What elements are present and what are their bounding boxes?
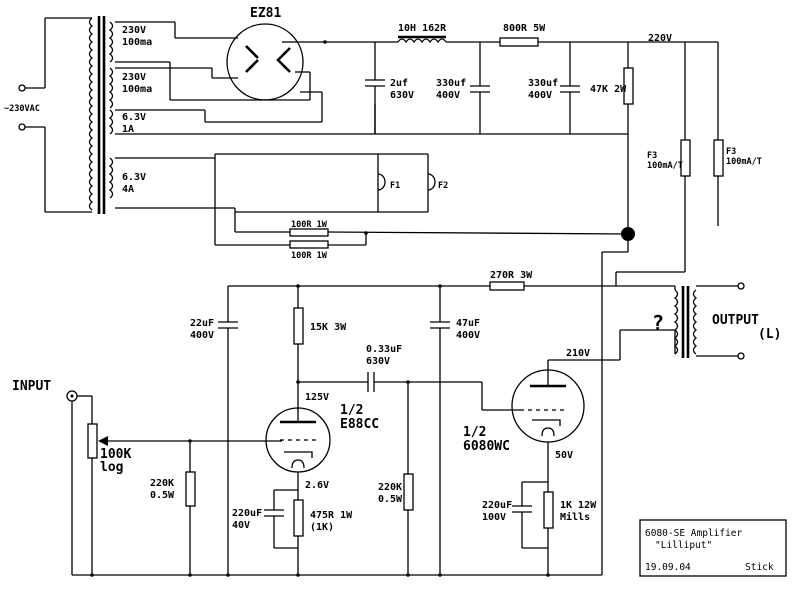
resistor-15k: 15K 3W 125V <box>293 286 347 410</box>
fuse-f3-b: F3 100mA/T <box>713 139 762 226</box>
svg-text:100V: 100V <box>482 512 506 523</box>
svg-text:400V: 400V <box>190 330 214 341</box>
svg-text:6080-SE Amplifier: 6080-SE Amplifier <box>645 528 743 539</box>
svg-text:1A: 1A <box>122 124 134 135</box>
fuse-f3-a: F3 100mA/T <box>647 139 691 272</box>
svg-text:50V: 50V <box>555 450 573 461</box>
svg-text:"Lilliput": "Lilliput" <box>655 540 712 551</box>
cap-coupling: 0.33uF 630V <box>298 344 520 411</box>
svg-text:100K: 100K <box>100 447 131 462</box>
svg-text:10H 162R: 10H 162R <box>398 23 447 34</box>
ht-rail: 10H 162R 800R 5W 220V <box>298 23 719 140</box>
ez81-rectifier: EZ81 <box>226 6 304 101</box>
input-jack: INPUT <box>12 379 93 575</box>
svg-text:Mills: Mills <box>560 511 590 523</box>
svg-text:F1: F1 <box>390 181 400 191</box>
svg-text:220uF: 220uF <box>482 500 512 511</box>
output-transformer: ? OUTPUT (L) <box>652 282 781 360</box>
svg-text:2.6V: 2.6V <box>305 480 329 491</box>
volume-pot: 100K log <box>87 423 282 575</box>
svg-text:100R 1W: 100R 1W <box>291 220 328 230</box>
svg-text:230V: 230V <box>122 25 146 36</box>
svg-text:?: ? <box>652 311 664 335</box>
svg-text:100ma: 100ma <box>122 84 152 95</box>
tube-e88cc: 1/2 E88CC 2.6V <box>265 403 379 491</box>
svg-text:330uf: 330uf <box>528 78 558 89</box>
svg-text:(1K): (1K) <box>310 522 334 533</box>
svg-text:1/2: 1/2 <box>463 425 486 440</box>
ground-bus <box>72 573 602 577</box>
svg-text:400V: 400V <box>456 330 480 341</box>
svg-text:(L): (L) <box>758 327 781 342</box>
svg-text:475R 1W: 475R 1W <box>310 510 353 521</box>
svg-text:125V: 125V <box>305 392 329 403</box>
svg-text:800R 5W: 800R 5W <box>503 23 546 34</box>
svg-text:47K 2W: 47K 2W <box>590 84 627 95</box>
svg-text:47uF: 47uF <box>456 318 480 329</box>
svg-text:220K: 220K <box>150 478 174 489</box>
svg-text:6.3V: 6.3V <box>122 172 146 183</box>
svg-text:210V: 210V <box>566 348 590 359</box>
svg-text:2uf: 2uf <box>390 78 408 89</box>
tube-6080wc: 210V 1/2 6080WC 50V <box>463 329 675 462</box>
svg-text:log: log <box>100 460 123 475</box>
svg-text:1K 12W: 1K 12W <box>560 500 597 511</box>
b-plus-line: 270R 3W <box>228 241 685 575</box>
svg-text:INPUT: INPUT <box>12 379 51 394</box>
svg-text:330uf: 330uf <box>436 78 466 89</box>
svg-text:6080WC: 6080WC <box>463 439 510 454</box>
psu-bleeder-47k: 47K 2W <box>375 42 634 234</box>
svg-text:0.5W: 0.5W <box>150 490 175 501</box>
svg-text:100ma: 100ma <box>122 37 152 48</box>
rectifier-label: EZ81 <box>250 6 281 21</box>
cap-47uf: 47uF 400V <box>430 286 480 575</box>
svg-text:400V: 400V <box>436 90 460 101</box>
svg-text:100R 1W: 100R 1W <box>291 251 328 261</box>
svg-text:220K: 220K <box>378 482 402 493</box>
psu-cap-2uf: 2uf 630V <box>365 42 414 134</box>
resistor-220k-1: 220K 0.5W <box>150 441 196 575</box>
svg-text:100mA/T: 100mA/T <box>647 161 683 171</box>
heater-circuit: F1 F2 100R 1W 100R 1W <box>115 153 629 261</box>
svg-text:230V: 230V <box>122 72 146 83</box>
svg-text:F3: F3 <box>647 151 657 161</box>
resistor-220k-2: 220K 0.5W <box>378 382 414 575</box>
svg-text:19.09.04: 19.09.04 <box>645 562 691 573</box>
title-block: 6080-SE Amplifier "Lilliput" 19.09.04 St… <box>639 519 787 577</box>
svg-text:4A: 4A <box>122 184 134 195</box>
svg-text:270R 3W: 270R 3W <box>490 270 533 281</box>
svg-text:22uF: 22uF <box>190 318 214 329</box>
svg-text:220V: 220V <box>648 33 672 44</box>
svg-text:40V: 40V <box>232 520 250 531</box>
svg-text:E88CC: E88CC <box>340 417 379 432</box>
mains-input: ~230VAC <box>4 17 92 213</box>
psu-cap-330uf-1: 330uf 400V <box>436 42 490 134</box>
cathode-network-2: 220uF 100V 1K 12W Mills <box>482 462 597 575</box>
power-transformer: 230V 100ma 230V 100ma 6.3V 1A 6.3V 4A <box>88 16 152 214</box>
svg-text:630V: 630V <box>390 90 414 101</box>
hv-secondary-wiring <box>115 21 376 135</box>
svg-text:0.5W: 0.5W <box>378 494 403 505</box>
svg-text:F3: F3 <box>726 147 736 157</box>
svg-text:1/2: 1/2 <box>340 403 363 418</box>
svg-text:630V: 630V <box>366 356 390 367</box>
svg-text:15K 3W: 15K 3W <box>310 322 347 333</box>
psu-cap-330uf-2: 330uf 400V <box>528 42 580 134</box>
svg-text:400V: 400V <box>528 90 552 101</box>
cathode-network-1: 220uF 40V 475R 1W (1K) <box>232 489 353 575</box>
svg-text:Stick: Stick <box>745 562 774 573</box>
svg-text:0.33uF: 0.33uF <box>366 344 402 355</box>
cap-22uf: 22uF 400V <box>190 286 238 575</box>
svg-text:220uF: 220uF <box>232 508 262 519</box>
svg-text:OUTPUT: OUTPUT <box>712 313 759 328</box>
svg-text:100mA/T: 100mA/T <box>726 157 762 167</box>
mains-label: ~230VAC <box>4 104 40 114</box>
svg-text:6.3V: 6.3V <box>122 112 146 123</box>
svg-text:F2: F2 <box>438 181 448 191</box>
